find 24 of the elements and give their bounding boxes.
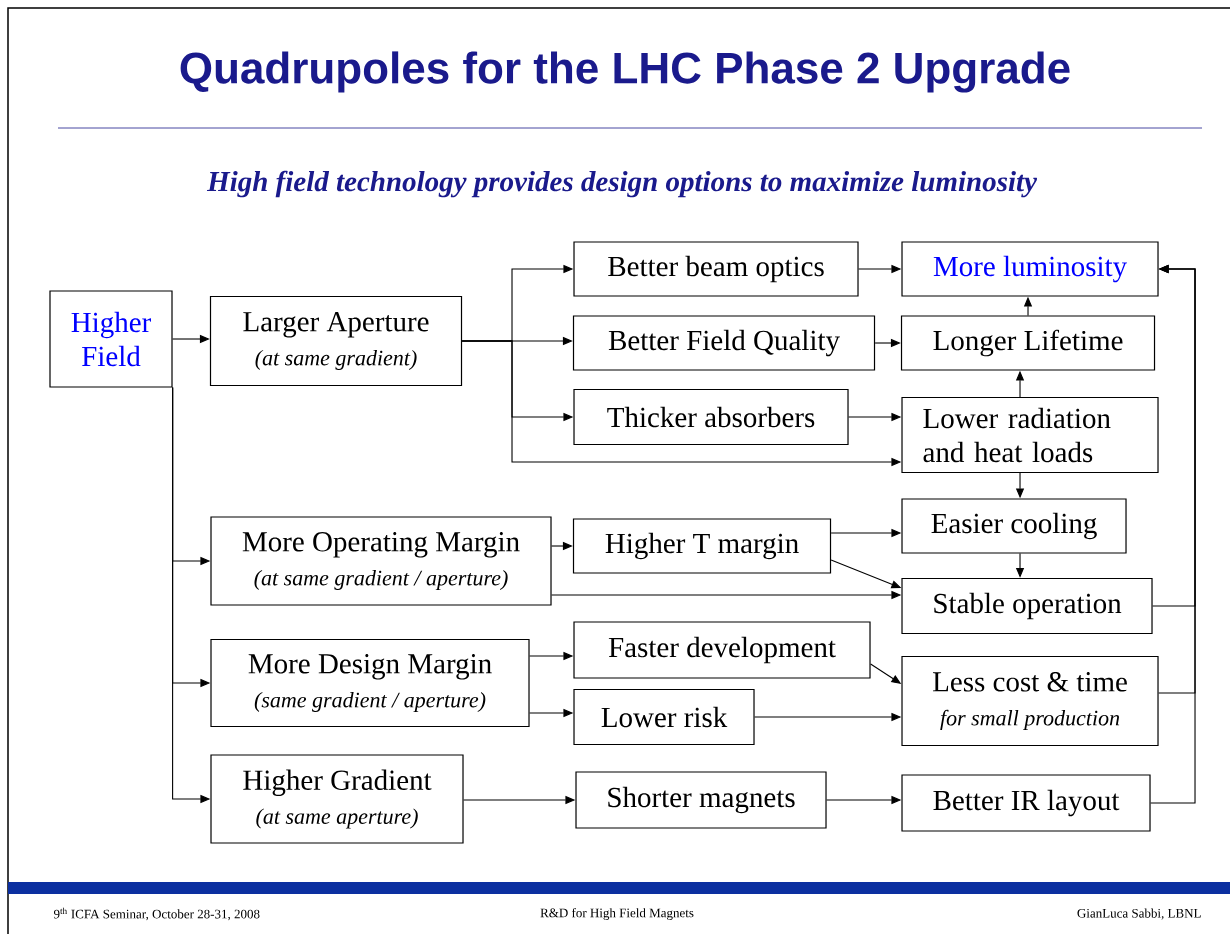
process-box: Less cost & time for small production	[901, 655, 1159, 747]
process-box: Lower risk	[573, 688, 755, 746]
process-box: Better beam optics	[573, 241, 859, 297]
title: Quadrupoles for the LHC Phase 2 Upgrade	[180, 51, 1070, 93]
process-box: More luminosity	[901, 241, 1159, 297]
process-box: Easier cooling	[901, 498, 1127, 554]
process-box: More Design Margin (same gradient / aperture)	[210, 638, 530, 728]
process-box: Faster development	[573, 621, 871, 679]
process-box: Longer Lifetime	[900, 315, 1156, 371]
process-box: Stable operation	[901, 577, 1153, 635]
process-box: More Operating Margin (at same gradient / aperture)	[210, 516, 552, 606]
process-box: Better Field Quality	[572, 315, 876, 371]
subtitle: High field technology provides design options to maximize luminosity	[206, 170, 1038, 198]
footer-text: 9$^{th}$ ICFA Seminar, October 28-31, 2008	[53, 907, 260, 921]
footer-text: R&D for High Field Magnets	[540, 908, 694, 920]
process-box: Higher T margin	[572, 518, 832, 574]
process-box: Lower radiation and heat loads	[901, 396, 1159, 474]
process-box: Higher Field	[49, 290, 173, 388]
process-box: Larger Aperture (at same gradient)	[209, 295, 463, 387]
process-box: Thicker absorbers	[573, 388, 849, 446]
process-box: Shorter magnets	[575, 771, 827, 829]
process-box: Better IR layout	[901, 774, 1151, 832]
process-box: Higher Gradient (at same aperture)	[210, 754, 464, 844]
footer-text: GianLuca Sabbi, LBNL	[1077, 908, 1201, 920]
